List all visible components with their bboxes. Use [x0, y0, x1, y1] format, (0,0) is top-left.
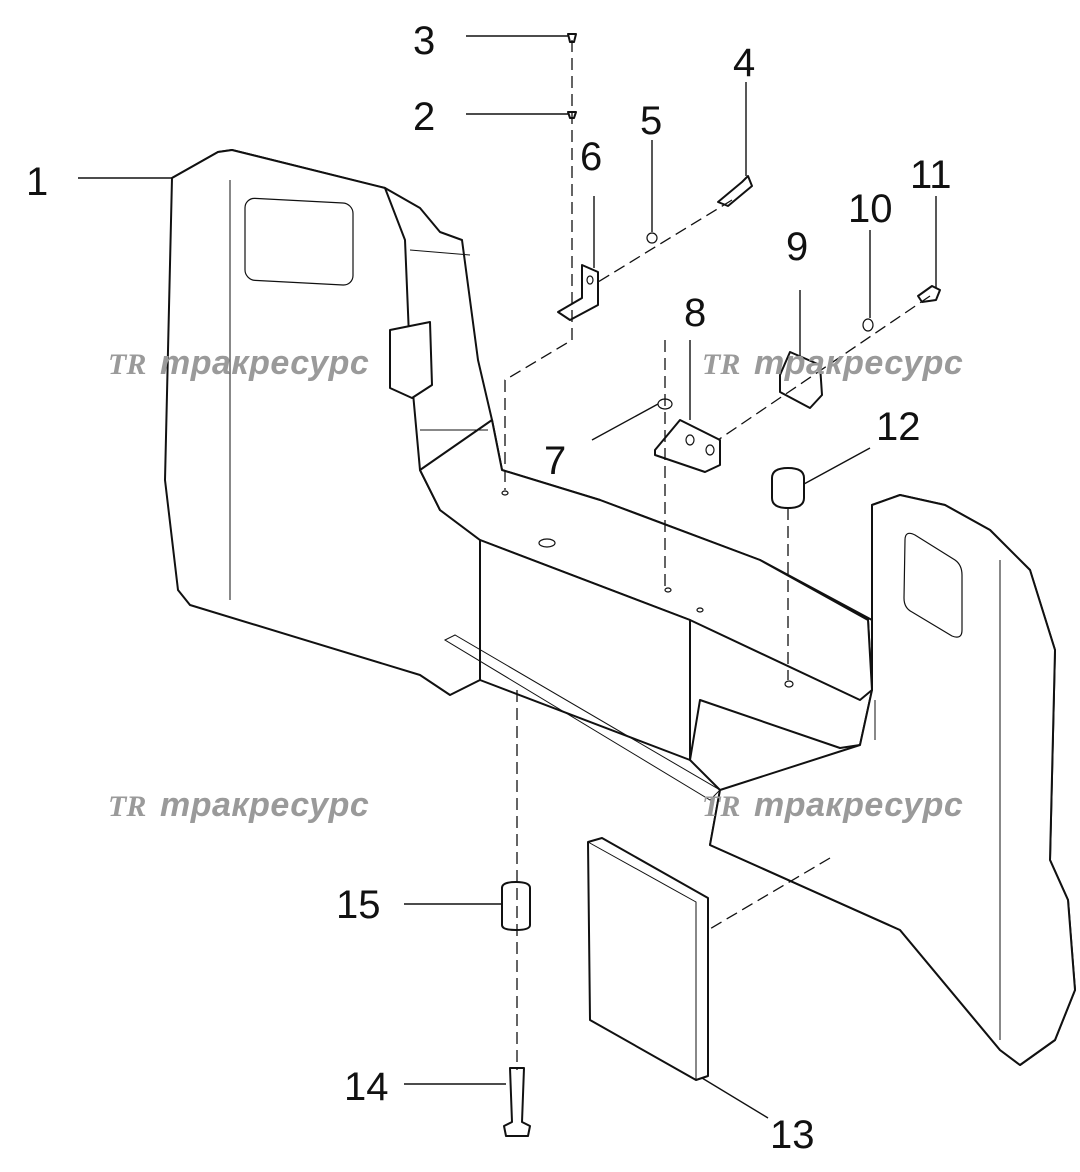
svg-text:TR: TR [702, 790, 740, 823]
callout-8: 8 [684, 291, 706, 335]
callout-10: 10 [848, 187, 893, 231]
svg-text:TR: TR [108, 348, 146, 381]
callout-2: 2 [413, 95, 435, 139]
callout-4: 4 [733, 41, 755, 85]
svg-text:TR: TR [108, 790, 146, 823]
svg-text:тракресурс: тракресурс [160, 344, 369, 382]
plug-12 [771, 467, 805, 509]
bushing-15 [501, 881, 531, 931]
leader-lines [78, 35, 937, 1119]
bracket-8 [654, 419, 721, 473]
assembly-axes [504, 40, 931, 1070]
callout-6: 6 [580, 135, 602, 179]
watermark-3: TR тракресурс [108, 786, 369, 824]
bolt-14 [503, 1067, 531, 1137]
callout-7: 7 [544, 439, 566, 483]
callout-14: 14 [344, 1065, 389, 1109]
watermark-2: TR тракресурс [702, 344, 963, 382]
callout-12: 12 [876, 405, 921, 449]
screw-3 [567, 33, 577, 43]
callout-13: 13 [770, 1113, 815, 1157]
callout-5: 5 [640, 99, 662, 143]
callout-9: 9 [786, 225, 808, 269]
callout-15: 15 [336, 883, 381, 927]
callout-labels: 1 2 3 4 5 6 7 8 9 10 11 12 13 14 15 [26, 19, 952, 1157]
svg-text:TR: TR [702, 348, 740, 381]
block-13 [587, 837, 709, 1081]
counterweight-body [164, 149, 1076, 1066]
callout-11: 11 [910, 153, 952, 197]
watermark-4: TR тракресурс [702, 786, 963, 824]
watermark-1: TR тракресурс [108, 344, 369, 382]
bolt-11 [917, 285, 941, 303]
bolt-4 [717, 175, 753, 207]
washer-10 [862, 318, 874, 332]
callout-3: 3 [413, 19, 435, 63]
callout-1: 1 [26, 160, 48, 204]
bracket-6 [557, 264, 599, 321]
svg-text:тракресурс: тракресурс [754, 786, 963, 824]
washer-5 [646, 232, 658, 244]
svg-text:тракресурс: тракресурс [754, 344, 963, 382]
bracket-9 [779, 351, 823, 409]
svg-text:тракресурс: тракресурс [160, 786, 369, 824]
